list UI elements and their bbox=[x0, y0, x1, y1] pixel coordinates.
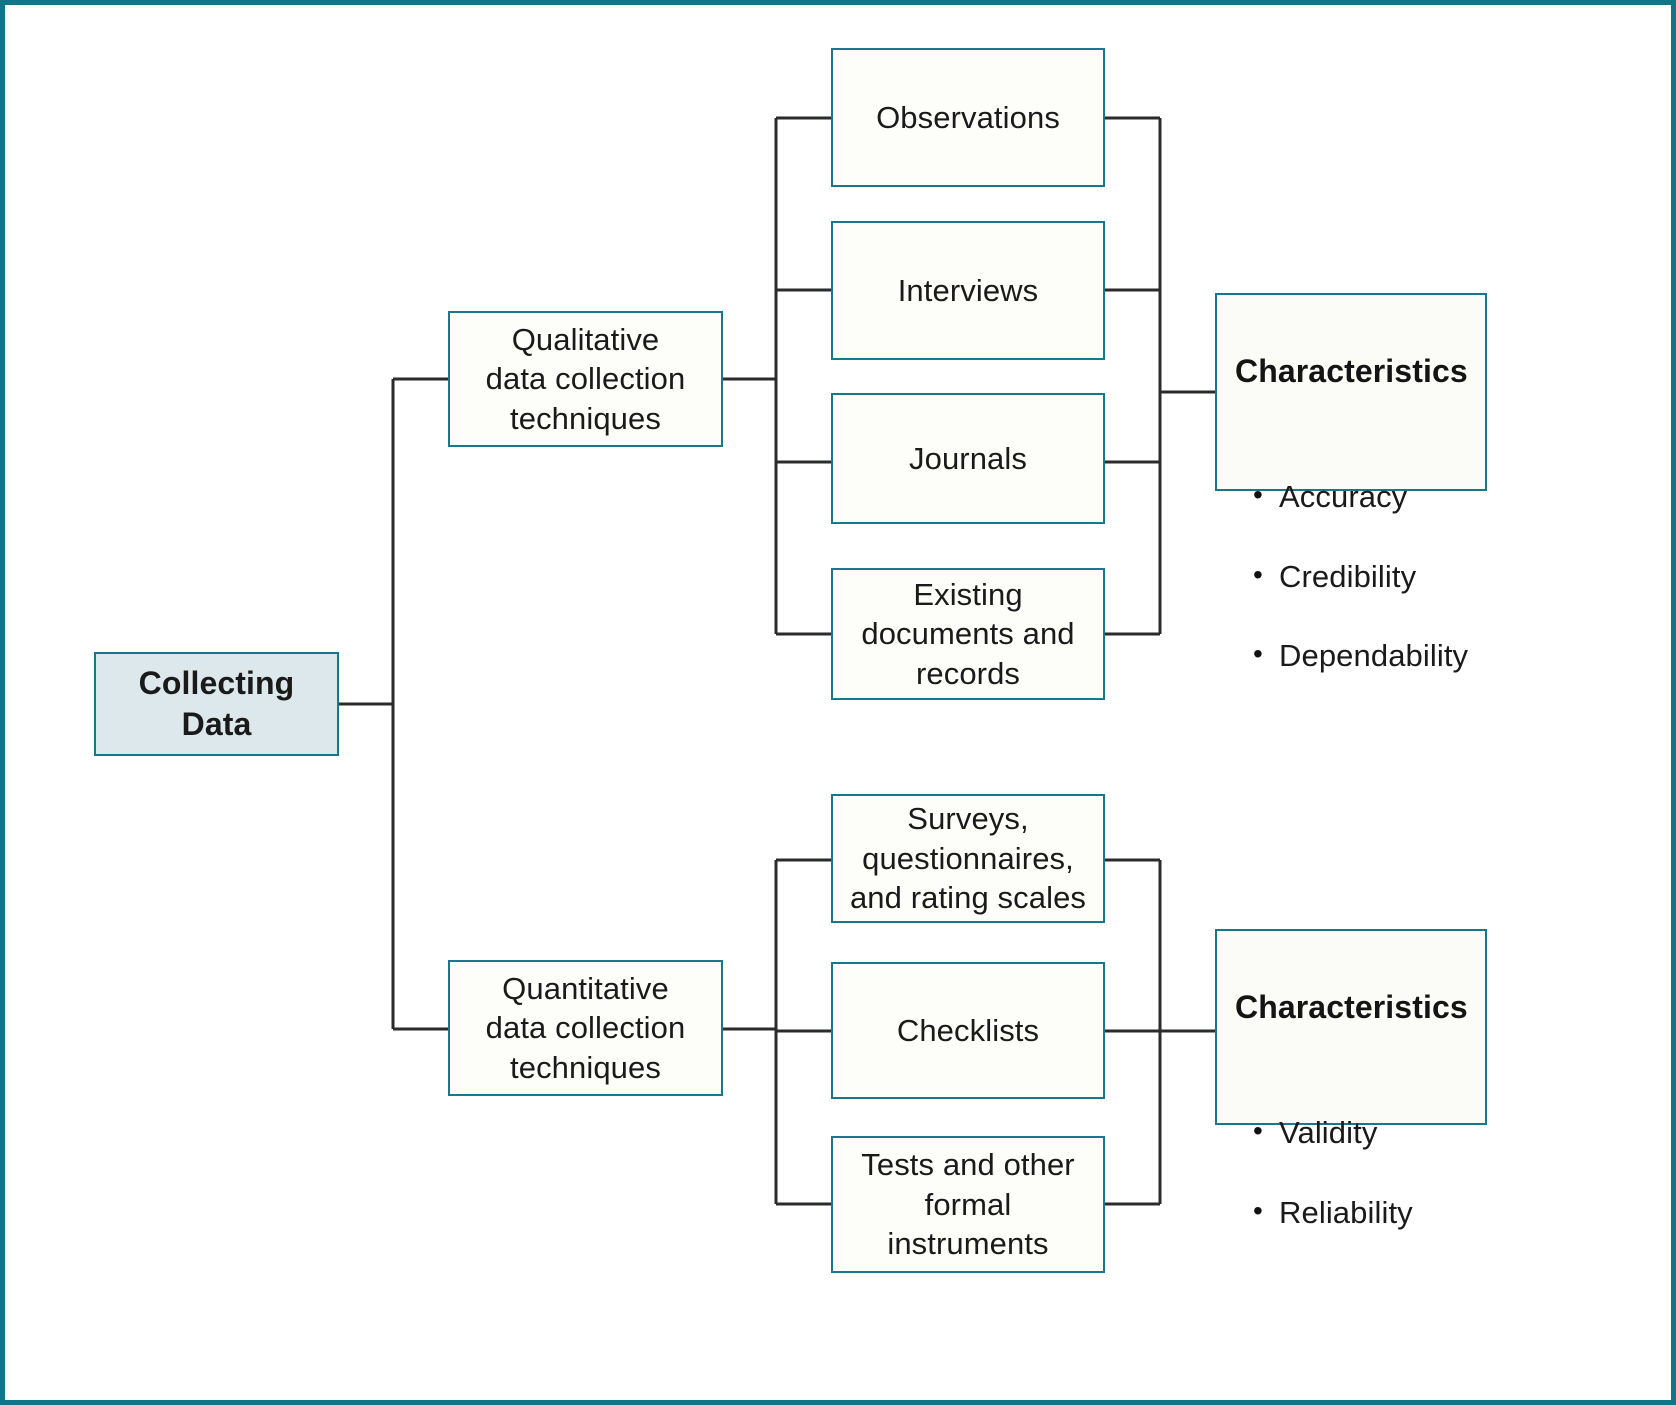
characteristics-title-qualitative: Characteristics bbox=[1235, 353, 1468, 390]
node-surveys-questionnaires-rating-scales[interactable]: Surveys, questionnaires, and rating scal… bbox=[831, 794, 1105, 923]
node-quantitative-techniques[interactable]: Quantitative data collection techniques bbox=[448, 960, 723, 1096]
node-characteristics-quantitative[interactable]: Characteristics Validity Reliability bbox=[1215, 929, 1487, 1230]
list-item: Reliability bbox=[1233, 1192, 1465, 1233]
characteristics-title-quantitative: Characteristics bbox=[1235, 989, 1468, 1026]
node-observations[interactable]: Observations bbox=[831, 48, 1105, 187]
node-characteristics-qualitative[interactable]: Characteristics Accuracy Credibility Dep… bbox=[1215, 293, 1487, 673]
list-item: Credibility bbox=[1233, 556, 1465, 597]
node-journals[interactable]: Journals bbox=[831, 393, 1105, 524]
node-tests-and-other-formal-instruments[interactable]: Tests and other formal instruments bbox=[831, 1136, 1105, 1273]
characteristics-list-quantitative: Validity Reliability bbox=[1233, 1074, 1465, 1271]
node-existing-documents-and-records[interactable]: Existing documents and records bbox=[831, 568, 1105, 700]
node-checklists[interactable]: Checklists bbox=[831, 962, 1105, 1099]
list-item: Accuracy bbox=[1233, 476, 1465, 517]
node-qualitative-techniques[interactable]: Qualitative data collection techniques bbox=[448, 311, 723, 447]
node-interviews[interactable]: Interviews bbox=[831, 221, 1105, 360]
node-collecting-data[interactable]: Collecting Data bbox=[94, 652, 339, 756]
list-item: Dependability bbox=[1233, 635, 1468, 676]
list-item: Validity bbox=[1233, 1112, 1465, 1153]
characteristics-list-qualitative: Accuracy Credibility Dependability bbox=[1233, 438, 1468, 714]
